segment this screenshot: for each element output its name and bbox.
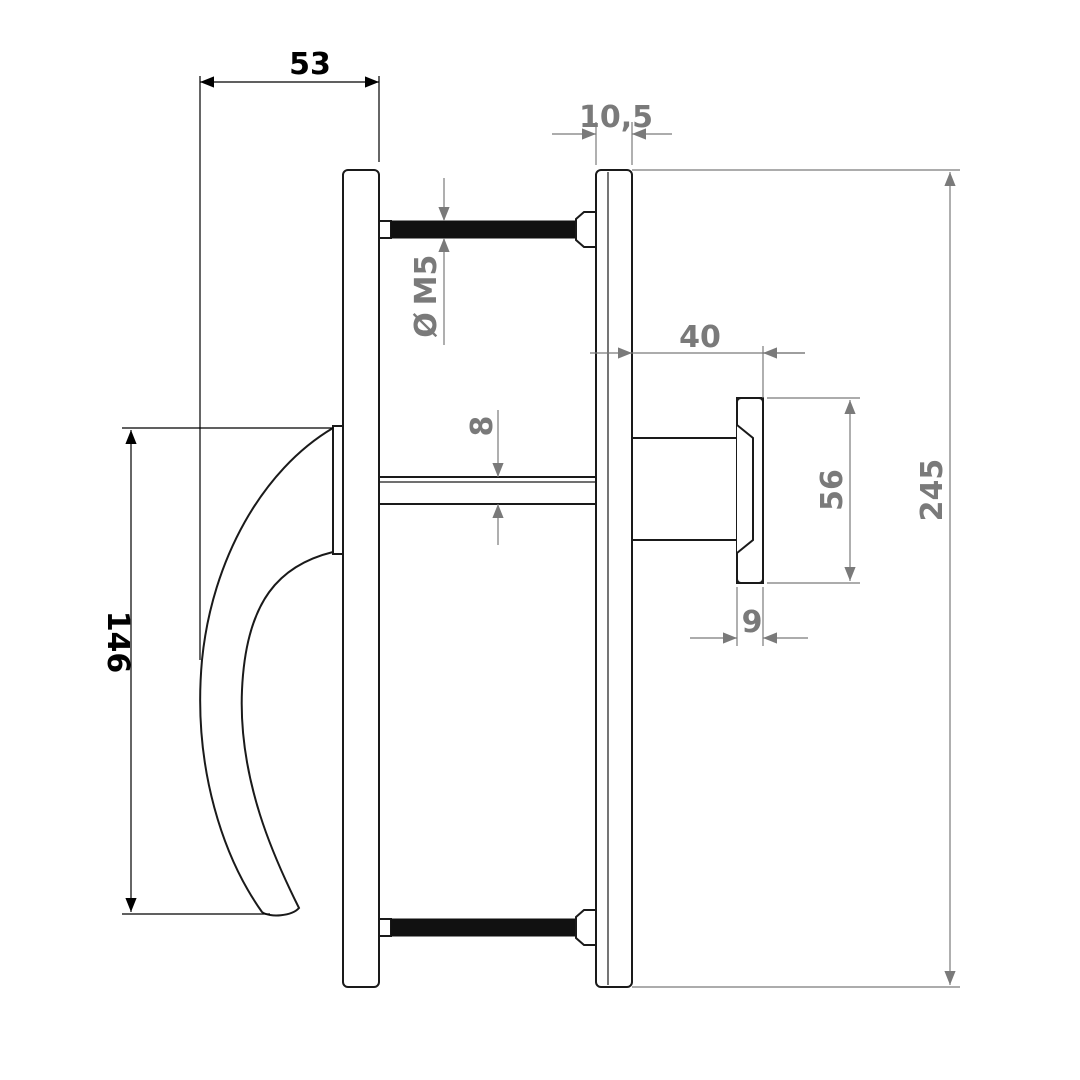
dim-handle-length: 146 xyxy=(100,427,333,915)
dim-spindle-square: 8 xyxy=(465,410,504,545)
square-spindle xyxy=(378,476,597,505)
top-fixing-screw xyxy=(378,211,597,248)
dim-53-label: 53 xyxy=(289,47,331,82)
dim-knob-thickness: 9 xyxy=(690,587,808,646)
dim-m5-label: M5 xyxy=(409,255,444,306)
dim-245-label: 245 xyxy=(915,459,950,522)
dim-146-label: 146 xyxy=(100,611,135,674)
dim-9-label: 9 xyxy=(742,605,763,640)
dim-spindle-projection: 40 xyxy=(590,320,805,398)
lever-handle-neck xyxy=(332,425,344,555)
dim-40-label: 40 xyxy=(679,320,721,355)
dim-10-5-label: 10,5 xyxy=(579,100,653,135)
dim-rose-thickness: 10,5 xyxy=(552,100,672,165)
dim-handle-projection: 53 xyxy=(199,47,380,660)
dim-screw-thread: M5 Ø xyxy=(409,178,450,345)
diameter-symbol: Ø xyxy=(409,312,444,338)
inner-rose-plate xyxy=(595,169,633,988)
dim-knob-height: 56 xyxy=(767,397,860,584)
lever-handle-outline xyxy=(199,426,334,917)
dim-plate-length: 245 xyxy=(632,169,960,988)
bottom-fixing-screw xyxy=(378,909,597,946)
dim-8-label: 8 xyxy=(465,416,500,437)
turn-knob xyxy=(631,397,764,584)
handle-assembly xyxy=(199,169,764,988)
dim-56-label: 56 xyxy=(815,469,850,511)
outer-rose-plate xyxy=(342,169,380,988)
